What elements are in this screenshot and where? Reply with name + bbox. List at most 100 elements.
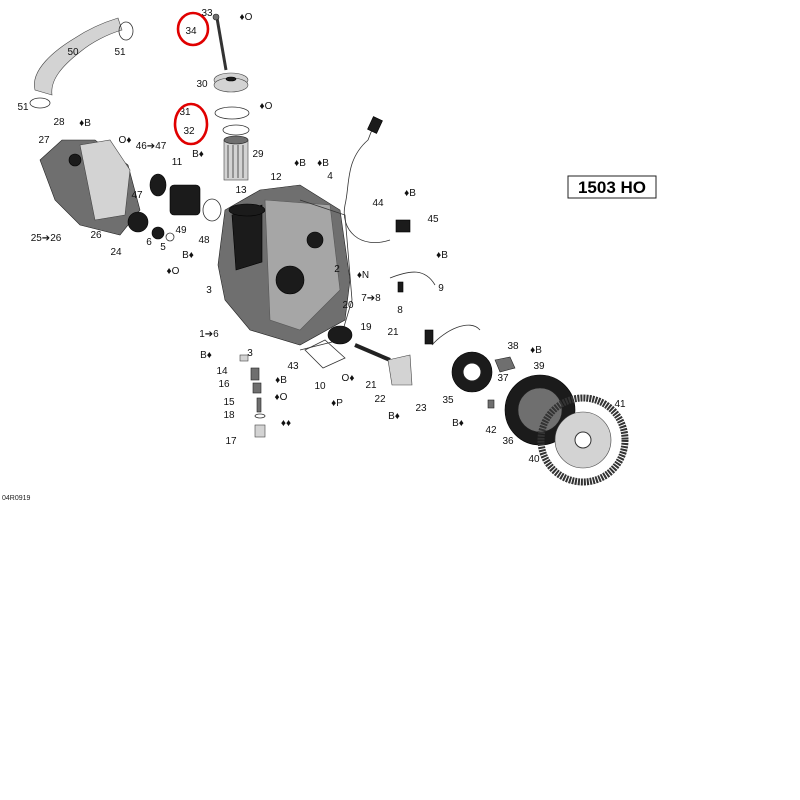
callout-c14: 14 [216,366,228,377]
callout-c3o: ♦O [275,392,288,403]
callout-c13: 13 [235,185,247,196]
ring-gear-part [537,394,629,486]
callout-c3b: 3 [247,348,253,359]
callout-c38: 38 [507,341,519,352]
sensor-harness-part [343,116,411,243]
callout-c2n: ♦N [357,270,369,281]
stator-part [431,324,493,393]
callout-c48: 48 [198,235,210,246]
callout-c21b: 21 [365,380,377,391]
callout-c23: 23 [415,403,427,414]
callout-c9b: ♦B [436,250,448,261]
callout-c43: 43 [287,361,299,372]
wire-tube-part [389,271,436,293]
oil-pump-part [304,325,391,369]
rotor-part [504,374,576,446]
highlight-circles [173,11,210,146]
callout-c30: 30 [196,79,208,90]
water-pump-shaft-part [149,173,222,222]
callout-c34: 34 [185,26,197,37]
callout-c3b: B♦ [182,250,194,261]
water-pump-housing-part [39,139,141,236]
pump-cover-part [387,329,434,386]
oil-filter-o-ring-part [214,106,250,136]
callout-c9: 9 [438,283,444,294]
oil-filter-cap-part [213,72,249,93]
callout-c39: 39 [533,361,545,372]
model-label: 1503 HO [578,178,646,197]
callout-c5: 5 [160,242,166,253]
callout-c49: 49 [175,225,187,236]
water-pump-impeller-part [127,211,175,242]
callout-c12: 12 [270,172,282,183]
callout-c15: 15 [223,397,235,408]
callout-c21a: 21 [387,327,399,338]
callout-c41: 41 [614,399,626,410]
callout-c29: 29 [252,149,264,160]
callout-c45b: ♦B [404,188,416,199]
callout-c31o: ♦O [260,101,273,112]
callout-c78: 7➔8 [361,293,381,304]
callout-c8: 8 [397,305,403,316]
callout-c27: 27 [38,135,50,146]
oil-filter-bolt-part [212,13,228,71]
callout-c28b: ♦B [79,118,91,129]
callout-c16b: 16 [218,379,230,390]
callout-c19o: O♦ [342,373,355,384]
callout-c17: 17 [225,436,237,447]
callout-c10p: ♦P [331,398,343,409]
callout-c18: 18 [223,410,235,421]
callout-c6: 6 [146,237,152,248]
callout-c31: 31 [179,107,191,118]
callout-c36: 36 [502,436,514,447]
callout-c33: 33 [201,8,213,19]
coolant-hose-part [34,17,123,96]
callout-c42: 42 [485,425,497,436]
callout-c47o: O♦ [119,135,132,146]
callout-c11: 11 [172,157,183,168]
callout-c10: 10 [314,381,326,392]
callout-c4b: ♦B [317,158,329,169]
callout-c38b: ♦B [530,345,542,356]
highlight-circle-34 [176,11,210,47]
callout-c34o: ♦O [240,12,253,23]
callout-c44: 44 [372,198,384,209]
callout-c51b: 51 [17,102,29,113]
callout-c12b: ♦B [294,158,306,169]
callout-c19: 19 [360,322,372,333]
drawing-reference: 04R0919 [2,495,31,502]
callout-c4: 4 [327,171,333,182]
callout-c32: 32 [183,126,195,137]
callout-c22: 22 [374,394,386,405]
callout-c37: 37 [497,373,509,384]
callout-c24: 24 [110,247,122,258]
hose-clamp-part [29,21,134,109]
oil-filter-cartridge-part [223,135,249,181]
callout-c45: 45 [427,214,439,225]
callout-c28: 28 [53,117,65,128]
callout-c51a: 51 [114,47,126,58]
callout-c2: 2 [334,264,340,275]
callout-c16: 1➔6 [199,329,219,340]
bracket-part [487,356,516,409]
callout-c17o: ♦♦ [281,418,291,429]
callout-c2526: 25➔26 [31,233,62,244]
callout-c11b: B♦ [192,149,204,160]
callout-c4647: 46➔47 [136,141,167,152]
callout-c3b2: B♦ [200,350,212,361]
model-label-box: 1503 HO [567,175,657,199]
callout-c42b: B♦ [452,418,464,429]
valve-stack-part [239,354,266,438]
callout-c35: 35 [442,395,454,406]
callout-c3bb: ♦B [275,375,287,386]
callout-c3: 3 [206,285,212,296]
callout-c40: 40 [528,454,540,465]
gasket-part [299,199,353,351]
highlight-circle-31-32 [173,102,209,146]
callout-c5o: ♦O [167,266,180,277]
callout-c47: 47 [131,190,143,201]
callout-c20: 20 [342,300,354,311]
callout-c23b: B♦ [388,411,400,422]
